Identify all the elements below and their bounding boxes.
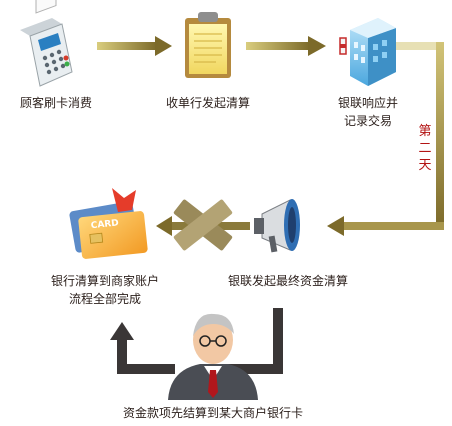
megaphone-icon	[254, 199, 300, 253]
step-final-label: 资金款项先结算到某大商户银行卡	[122, 406, 303, 420]
step-union-ack-line1: 银联响应并	[337, 96, 398, 110]
day-two-char-3: 天	[418, 158, 432, 173]
arrow-1	[97, 36, 172, 56]
step-bank-done-label: 银行清算到商家账户 流程全部完成	[30, 272, 180, 308]
cross-x-icon	[173, 199, 233, 251]
arrow-5-dark	[228, 308, 283, 374]
step-bank-done-line2: 流程全部完成	[68, 292, 141, 306]
bank-building-icon	[339, 18, 396, 86]
step-receipt-label: 收单行发起清算	[165, 96, 250, 110]
businessman-icon	[168, 313, 258, 400]
arrow-2	[246, 36, 326, 56]
day-two-char-1: 第	[418, 124, 432, 139]
bank-card-icon: CARD	[69, 188, 148, 259]
day-two-char-2: 二	[418, 141, 432, 156]
step-swipe-label: 顾客刷卡消费	[19, 96, 92, 110]
day-two-note: 第 二 天	[417, 123, 433, 174]
step-bank-done-line1: 银行清算到商家账户	[50, 274, 159, 288]
pos-terminal-icon	[20, 0, 73, 87]
step-union-final-label: 银联发起最终资金清算	[227, 274, 348, 288]
card-text: CARD	[90, 218, 119, 231]
step-union-ack-label: 银联响应并 记录交易	[318, 94, 418, 130]
step-union-ack-line2: 记录交易	[343, 114, 392, 128]
clipboard-icon	[185, 12, 231, 78]
arrow-3-day-two	[327, 42, 444, 236]
arrow-6-dark	[110, 322, 175, 374]
